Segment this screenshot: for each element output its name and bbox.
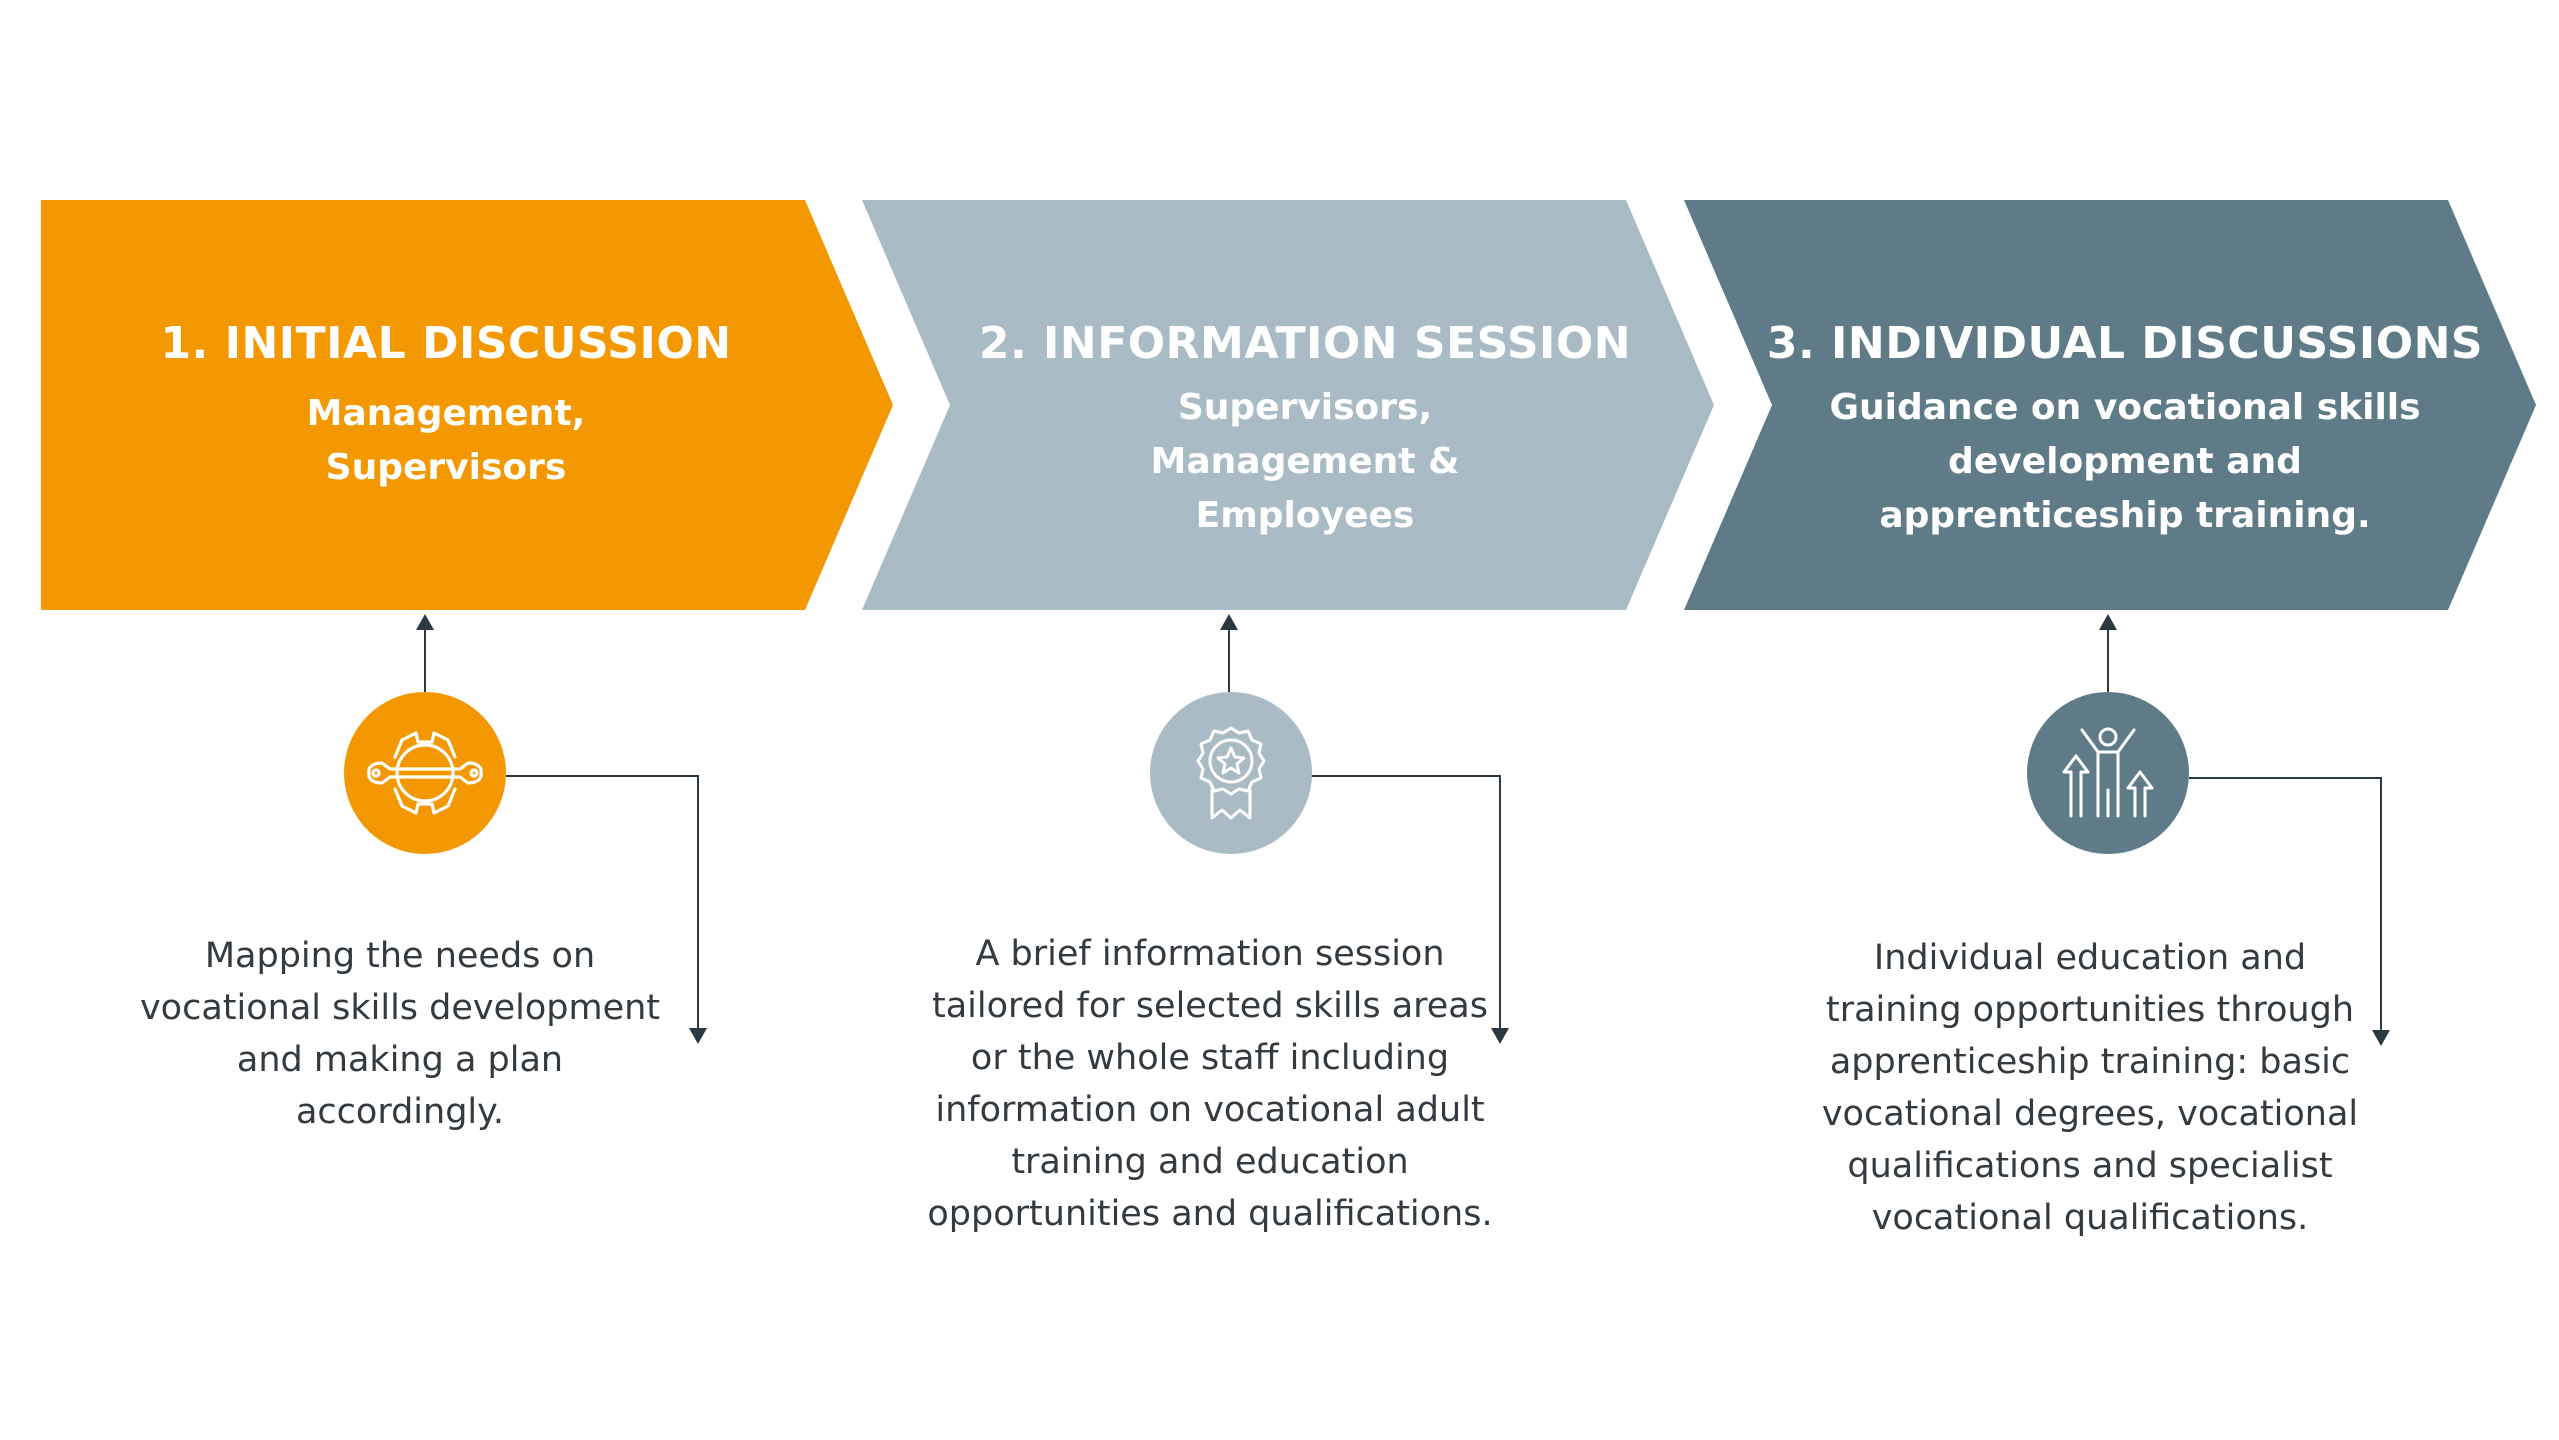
- step-3-chevron: [1684, 200, 2536, 610]
- step-2-description: A brief information session tailored for…: [900, 928, 1520, 1240]
- description-line: opportunities and qualifications.: [927, 1194, 1493, 1234]
- description-line: or the whole staff including: [970, 1038, 1450, 1078]
- step-3-down-arrowhead: [2372, 1030, 2390, 1046]
- description-line: training and education: [1011, 1142, 1409, 1182]
- step-2-up-arrowhead: [1220, 614, 1238, 630]
- step-2-title: 2. INFORMATION SESSION: [978, 318, 1632, 369]
- step-2-audience-line: Supervisors,: [1177, 387, 1433, 428]
- award-ribbon-icon: [1196, 726, 1266, 820]
- step-3-label-group: 3. INDIVIDUAL DISCUSSIONS Guidance on vo…: [1720, 318, 2530, 543]
- description-line: Mapping the needs on: [204, 936, 596, 976]
- step-2-down-arrowhead: [1491, 1028, 1509, 1044]
- step-3-title: 3. INDIVIDUAL DISCUSSIONS: [1766, 318, 2484, 369]
- step-1-title: 1. INITIAL DISCUSSION: [160, 318, 732, 369]
- step-1-audience-line: Management,: [306, 393, 586, 434]
- step-2-audience-line: Management &: [1150, 441, 1460, 482]
- step-3-audience-line: Guidance on vocational skills: [1829, 387, 2421, 428]
- step-2-audience: Supervisors, Management & Employees: [900, 381, 1710, 543]
- step-2-label-group: 2. INFORMATION SESSION Supervisors, Mana…: [900, 318, 1710, 543]
- step-3-description: Individual education and training opport…: [1790, 932, 2390, 1244]
- step-3-up-arrowhead: [2099, 614, 2117, 630]
- wrench-gear-icon: [367, 731, 483, 815]
- description-line: A brief information session: [975, 934, 1445, 974]
- step-1-audience-line: Supervisors: [325, 447, 567, 488]
- step-1-label-group: 1. INITIAL DISCUSSION Management, Superv…: [41, 318, 851, 495]
- description-line: vocational degrees, vocational: [1821, 1094, 2359, 1134]
- step-2-icon-circle: [1150, 692, 1312, 854]
- step-1-side-connector: [506, 775, 699, 1030]
- step-1-up-arrowhead: [416, 614, 434, 630]
- description-line: and making a plan: [236, 1040, 564, 1080]
- step-3-audience-line: development and: [1948, 441, 2302, 482]
- step-2-side-connector: [1311, 775, 1501, 1030]
- step-1-chevron: [41, 200, 893, 610]
- step-3-audience-line: apprenticeship training.: [1879, 495, 2371, 536]
- description-line: vocational skills development: [139, 988, 661, 1028]
- description-line: training opportunities through: [1825, 990, 2355, 1030]
- step-2-chevron: [862, 200, 1714, 610]
- description-line: apprenticeship training: basic: [1829, 1042, 2351, 1082]
- step-3-side-connector: [2189, 777, 2382, 1032]
- description-line: Individual education and: [1873, 938, 2307, 978]
- step-1-description: Mapping the needs on vocational skills d…: [110, 930, 690, 1138]
- step-3-icon-circle: [2027, 692, 2189, 854]
- step-1-icon-circle: [344, 692, 506, 854]
- step-1-audience: Management, Supervisors: [41, 387, 851, 495]
- description-line: qualifications and specialist: [1847, 1146, 2333, 1186]
- step-1-down-arrowhead: [689, 1028, 707, 1044]
- step-3-audience: Guidance on vocational skills developmen…: [1720, 381, 2530, 543]
- description-line: tailored for selected skills areas: [932, 986, 1488, 1026]
- person-growth-arrows-icon: [2062, 727, 2154, 818]
- step-2-audience-line: Employees: [1195, 495, 1415, 536]
- description-line: accordingly.: [295, 1092, 505, 1132]
- description-line: information on vocational adult: [935, 1090, 1485, 1130]
- description-line: vocational qualifications.: [1871, 1198, 2309, 1238]
